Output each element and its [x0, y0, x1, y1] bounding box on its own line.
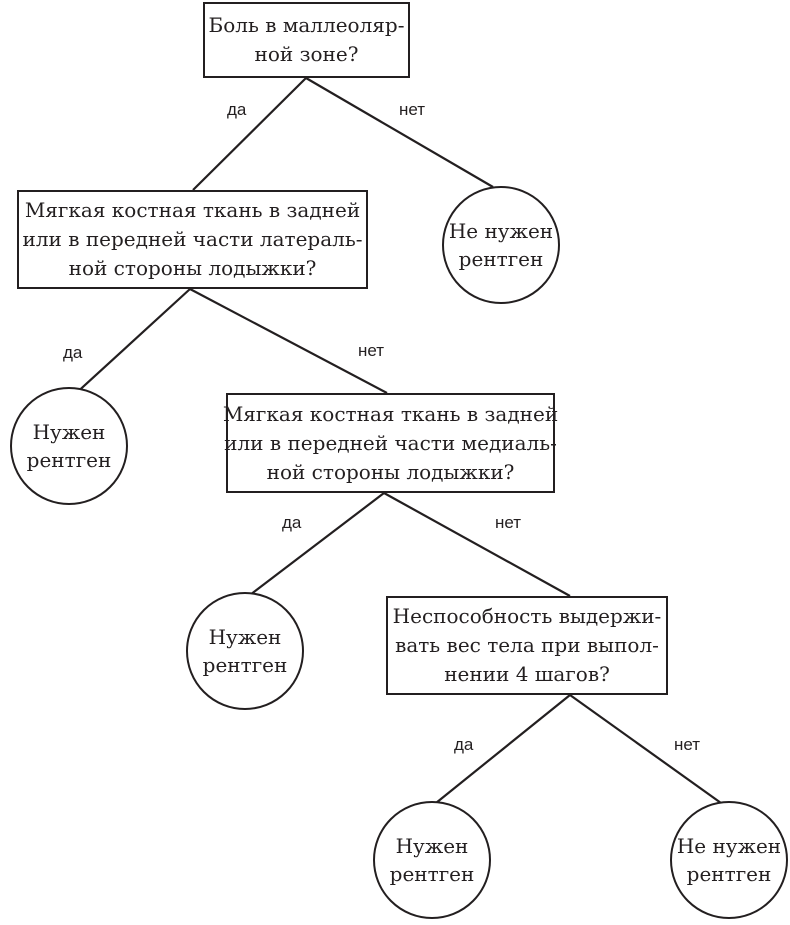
outcome-line: Нужен: [395, 834, 469, 858]
edge-q1-no: [305, 77, 494, 188]
question-line: Мягкая костная ткань в задней: [24, 198, 361, 222]
question-line: или в передней части медиаль-: [224, 430, 557, 455]
edge-label-no: нет: [399, 100, 426, 119]
outcome-no-xray-2: Не нужен рентген: [670, 801, 788, 919]
question-malleolar-pain: Боль в маллеоляр- ной зоне?: [203, 2, 410, 78]
question-medial-tenderness: Мягкая костная ткань в задней или в пере…: [222, 393, 559, 493]
outcome-line: Не нужен: [448, 219, 554, 243]
outcome-line: рентген: [389, 862, 475, 886]
outcome-line: Нужен: [32, 420, 106, 444]
edge-label-yes: да: [63, 343, 83, 362]
edge-q4-no: [569, 694, 729, 809]
question-line: Мягкая костная ткань в задней: [222, 401, 559, 426]
outcome-line: рентген: [686, 862, 772, 886]
edge-q3-yes: [245, 492, 385, 599]
edge-label-no: нет: [495, 513, 522, 532]
question-line: или в передней части латераль-: [22, 227, 363, 251]
edge-label-yes: да: [227, 100, 247, 119]
outcome-line: Не нужен: [676, 834, 782, 858]
edge-label-no: нет: [358, 341, 385, 360]
question-line: ной стороны лодыжки?: [266, 459, 515, 484]
outcome-xray-3: Нужен рентген: [373, 801, 491, 919]
question-line: ной стороны лодыжки?: [68, 256, 317, 280]
question-line: ной зоне?: [254, 42, 359, 66]
question-weight-bearing: Неспособность выдержи- вать вес тела при…: [386, 596, 668, 695]
outcome-line: Нужен: [208, 625, 282, 649]
outcome-line: рентген: [26, 448, 112, 472]
outcome-line: рентген: [458, 247, 544, 271]
edge-q3-no: [383, 492, 571, 597]
outcome-line: рентген: [202, 653, 288, 677]
outcome-no-xray-1: Не нужен рентген: [442, 186, 560, 304]
edge-q2-yes: [72, 288, 191, 397]
question-line: нении 4 шагов?: [444, 662, 610, 686]
edge-q1-yes: [192, 77, 307, 191]
edge-q2-no: [189, 288, 388, 394]
question-lateral-tenderness: Мягкая костная ткань в задней или в пере…: [17, 190, 368, 289]
edge-label-yes: да: [282, 513, 302, 532]
question-line: Неспособность выдержи-: [392, 604, 662, 628]
outcome-xray-2: Нужен рентген: [186, 592, 304, 710]
edge-q4-yes: [430, 694, 571, 808]
question-line: Боль в маллеоляр-: [208, 13, 405, 37]
edge-label-yes: да: [454, 735, 474, 754]
question-line: вать вес тела при выпол-: [395, 633, 659, 657]
outcome-xray-1: Нужен рентген: [10, 387, 128, 505]
edge-label-no: нет: [674, 735, 701, 754]
